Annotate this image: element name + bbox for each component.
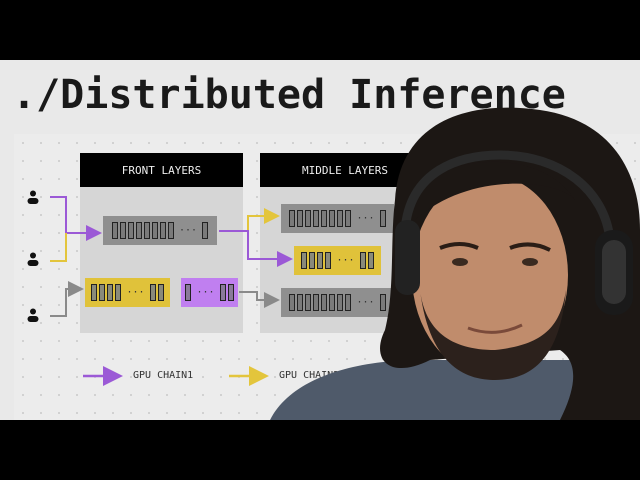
token-cell xyxy=(119,222,126,239)
front-top-block: ··· xyxy=(103,216,217,245)
token-cell xyxy=(219,284,226,301)
token-cell xyxy=(317,252,324,269)
arrow-user1-purple xyxy=(50,196,102,241)
token-cell xyxy=(107,284,114,301)
ellipsis: ··· xyxy=(126,287,145,298)
token-cell xyxy=(313,294,320,311)
token-cell xyxy=(367,252,374,269)
token-cell xyxy=(297,210,304,227)
token-cell xyxy=(149,284,156,301)
token-cell xyxy=(111,222,118,239)
token-cell xyxy=(115,284,122,301)
user-icon xyxy=(27,190,39,204)
page-title: ./Distributed Inference xyxy=(12,72,566,118)
legend-gpu-chain2: GPU CHAIN2 xyxy=(279,370,340,381)
user-icon xyxy=(27,308,39,322)
ellipsis: ··· xyxy=(356,213,375,224)
token-cell xyxy=(321,210,328,227)
arrow-front-to-middle-purple xyxy=(219,230,293,267)
token-cell xyxy=(305,210,312,227)
token-cell xyxy=(345,294,352,311)
token-cell xyxy=(297,294,304,311)
legend-gpu-chain1: GPU CHAIN1 xyxy=(133,370,194,381)
token-cell xyxy=(337,210,344,227)
token-cell xyxy=(301,252,308,269)
ellipsis: ··· xyxy=(356,297,375,308)
token-cell xyxy=(127,222,134,239)
front-yellow-block: ··· xyxy=(85,278,170,307)
token-cell xyxy=(379,294,386,311)
token-cell xyxy=(91,284,98,301)
token-cell xyxy=(329,294,336,311)
token-cell xyxy=(185,284,192,301)
token-cell xyxy=(329,210,336,227)
token-cell xyxy=(135,222,142,239)
token-cell xyxy=(321,294,328,311)
token-cell xyxy=(309,252,316,269)
token-cell xyxy=(337,294,344,311)
middle-yellow-block: ··· xyxy=(294,246,381,275)
token-cell xyxy=(143,222,150,239)
arrow-user2-yellow xyxy=(50,233,67,262)
token-cell xyxy=(289,294,296,311)
presenter-photo xyxy=(270,107,640,420)
ellipsis: ··· xyxy=(196,287,215,298)
ellipsis: ··· xyxy=(336,255,355,266)
connection-arrows xyxy=(50,196,293,386)
token-cell xyxy=(159,222,166,239)
middle-top-block: ··· xyxy=(281,204,394,233)
arrow-front-to-middle-yellow xyxy=(247,208,280,231)
middle-layers-header: MIDDLE LAYERS xyxy=(260,153,430,187)
middle-bottom-block: ··· xyxy=(281,288,394,317)
token-cell xyxy=(167,222,174,239)
token-cell xyxy=(151,222,158,239)
token-cell xyxy=(202,222,209,239)
arrow-purple-to-middle-gray xyxy=(239,291,280,308)
token-cell xyxy=(379,210,386,227)
token-cell xyxy=(157,284,164,301)
token-cell xyxy=(325,252,332,269)
token-cell xyxy=(313,210,320,227)
token-cell xyxy=(305,294,312,311)
ellipsis: ··· xyxy=(178,225,198,236)
token-cell xyxy=(227,284,234,301)
token-cell xyxy=(99,284,106,301)
thumbnail: ./Distributed Inference FRONT LAYERS MID… xyxy=(0,60,640,420)
arrow-user3-gray xyxy=(50,281,84,317)
user-icon xyxy=(27,252,39,266)
front-layers-header: FRONT LAYERS xyxy=(80,153,243,187)
token-cell xyxy=(289,210,296,227)
token-cell xyxy=(345,210,352,227)
token-cell xyxy=(359,252,366,269)
front-purple-block: ··· xyxy=(181,278,238,307)
